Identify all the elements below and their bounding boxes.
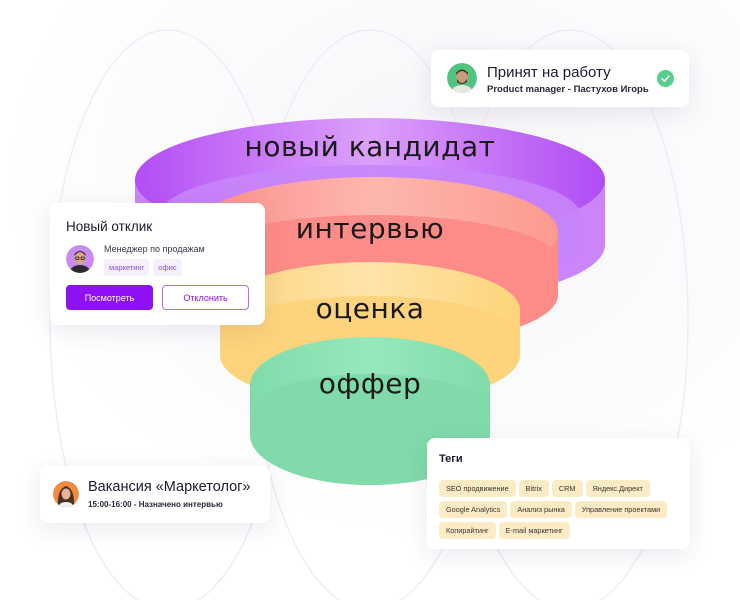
vacancy-subtitle: 15:00-16:00 - Назначено интервью (88, 500, 223, 509)
tag-chip-google-analytics[interactable]: Google Analytics (439, 501, 508, 518)
avatar (66, 245, 94, 273)
tag-chip-email-marketing[interactable]: E-mail маркетинг (498, 522, 570, 539)
tag-chip-market-analysis[interactable]: Анализ рынка (510, 501, 572, 518)
vacancy-interview-card: Вакансия «Маркетолог» 15:00-16:00 - Назн… (40, 466, 270, 523)
view-button[interactable]: Посмотреть (66, 285, 153, 310)
tag-chip[interactable]: маркетинг (104, 259, 150, 276)
person-avatar-icon (66, 245, 94, 273)
avatar (53, 481, 79, 507)
tag-chip-project-management[interactable]: Управление проектами (574, 501, 668, 518)
tag-chip-yandex-direct[interactable]: Яндекс.Директ (585, 480, 650, 497)
candidate-role: Менеджер по продажам (104, 244, 205, 254)
funnel-label-evaluation: оценка (315, 292, 425, 325)
funnel-label-interview: интервью (295, 212, 445, 245)
funnel-stage-offer (250, 337, 490, 485)
tag-chip[interactable]: офис (153, 259, 182, 276)
hired-title: Принят на работу (487, 64, 611, 81)
tags-title: Теги (439, 453, 463, 465)
reject-button[interactable]: Отклонить (162, 285, 249, 310)
funnel-label-new-candidate: новый кандидат (244, 130, 496, 163)
new-response-card: Новый отклик Менеджер по продажам маркет… (50, 203, 265, 325)
response-title: Новый отклик (66, 219, 153, 234)
tag-chip-bitrix[interactable]: Bitrix (518, 480, 549, 497)
candidate-tags: маркетинг офис (104, 259, 182, 276)
tag-chip-crm[interactable]: CRM (551, 480, 583, 497)
hired-notification-card: Принят на работу Product manager - Пасту… (431, 50, 689, 107)
vacancy-title: Вакансия «Маркетолог» (88, 479, 251, 495)
tag-chip-copywriting[interactable]: Копирайтинг (439, 522, 496, 539)
tags-list: SEO продвижение Bitrix CRM Яндекс.Директ… (439, 480, 684, 539)
check-circle-icon (657, 70, 674, 87)
hired-subtitle: Product manager - Пастухов Игорь (487, 84, 649, 95)
tags-card: Теги SEO продвижение Bitrix CRM Яндекс.Д… (427, 438, 690, 549)
person-avatar-icon (53, 481, 79, 507)
funnel-label-offer: оффер (318, 367, 422, 400)
tag-chip-seo[interactable]: SEO продвижение (439, 480, 516, 497)
person-avatar-icon (447, 63, 477, 93)
avatar (447, 63, 477, 93)
